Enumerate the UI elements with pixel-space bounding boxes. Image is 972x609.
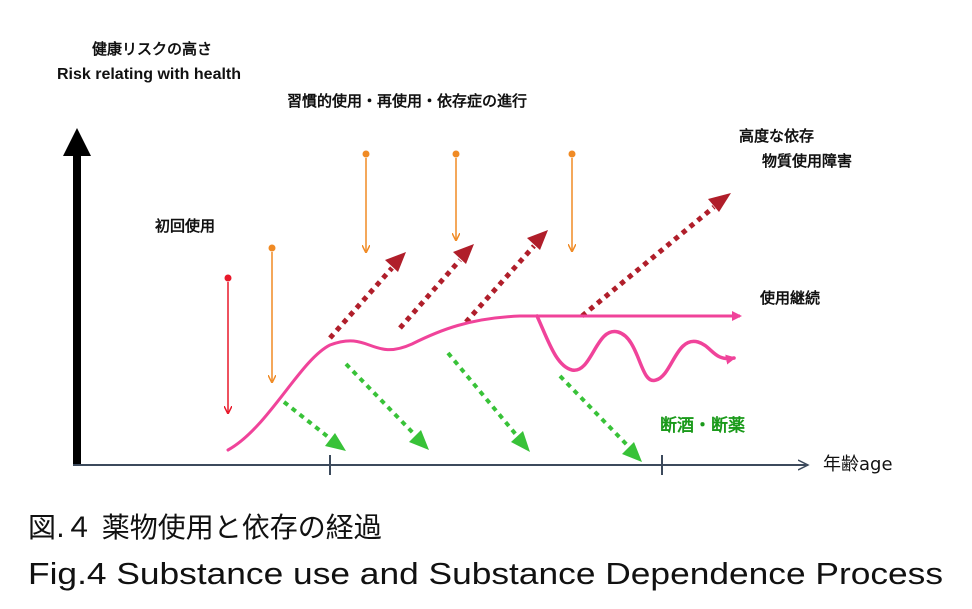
usage-curve	[226, 311, 742, 452]
abstinence-label: 断酒・断薬	[660, 415, 745, 436]
escalation-arrow-severe	[580, 193, 731, 318]
habitual-use-label: 習慣的使用・再使用・依存症の進行	[287, 92, 527, 110]
x-axis	[73, 455, 808, 475]
relapse-wave	[535, 314, 736, 383]
y-axis-label-en: Risk relating with health	[57, 66, 241, 83]
caption-en: Fig.4 Substance use and Substance Depend…	[28, 556, 943, 591]
y-axis-arrowhead	[63, 128, 91, 156]
abstinence-arrow	[282, 400, 346, 451]
severe-dependence-label-2: 物質使用障害	[762, 152, 852, 170]
orange-arrow	[269, 244, 276, 382]
caption-ja: 図.４ 薬物使用と依存の経過	[28, 511, 382, 544]
abstinence-arrow	[558, 374, 642, 462]
abstinence-arrow	[446, 351, 530, 452]
orange-arrow	[453, 150, 460, 240]
severe-dependence-label-1: 高度な依存	[739, 127, 814, 145]
y-axis	[63, 128, 91, 464]
escalation-arrow	[398, 244, 474, 330]
orange-arrow	[363, 150, 370, 252]
abstinence-arrow	[344, 362, 429, 450]
orange-arrows	[269, 150, 576, 382]
continued-use-label: 使用継続	[759, 289, 820, 307]
escalation-arrow	[328, 252, 406, 340]
orange-arrow	[569, 150, 576, 251]
abstinence-arrows	[282, 351, 642, 462]
x-axis-label: 年齢age	[823, 454, 893, 475]
first-use-arrow	[225, 274, 232, 413]
escalation-arrows	[328, 193, 731, 340]
y-axis-label-ja: 健康リスクの高さ	[92, 40, 212, 58]
first-use-label: 初回使用	[155, 217, 215, 235]
escalation-arrow	[464, 230, 548, 324]
